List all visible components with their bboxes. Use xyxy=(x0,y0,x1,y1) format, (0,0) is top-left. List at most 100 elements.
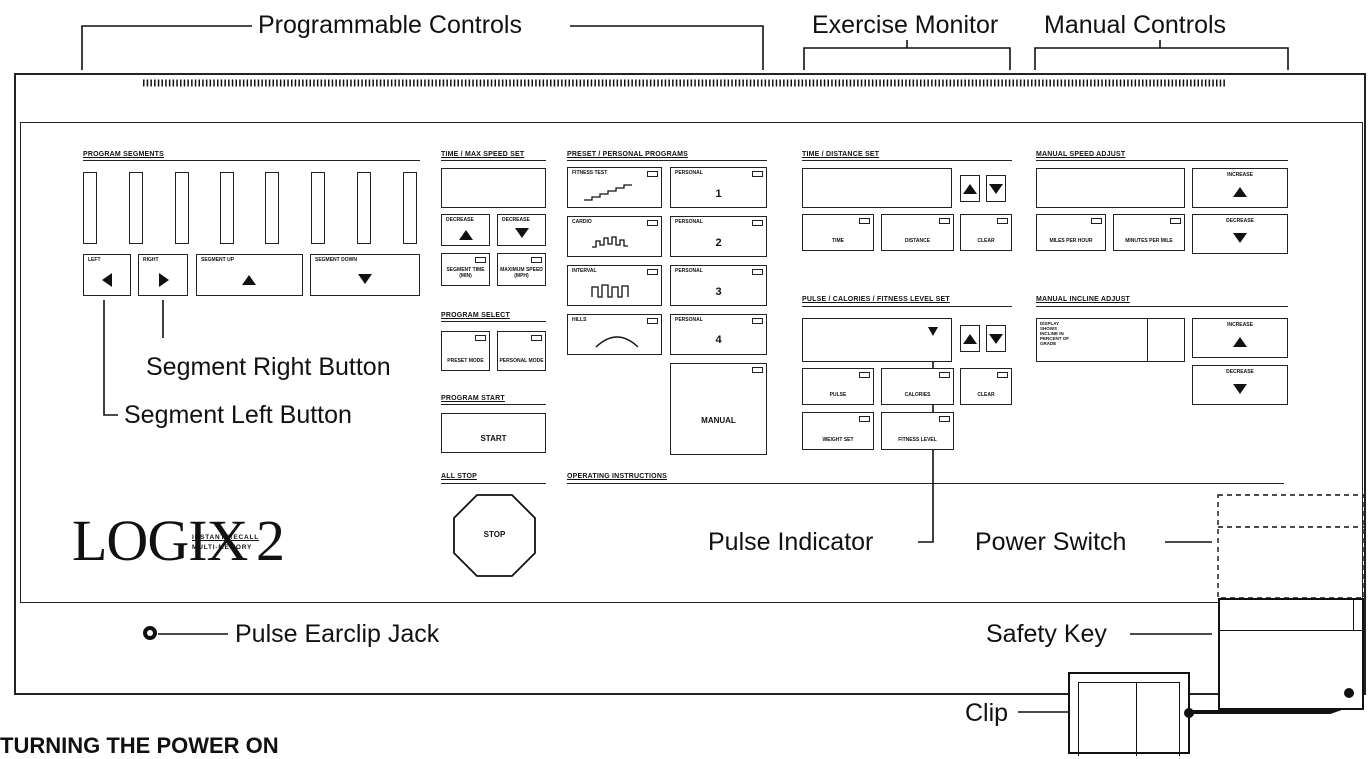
manual-button[interactable]: MANUAL xyxy=(670,363,767,455)
personal-program-button[interactable]: PERSONAL 3 xyxy=(670,265,767,306)
pulse-display xyxy=(802,318,952,362)
key-ring-icon xyxy=(1344,688,1354,698)
clip[interactable] xyxy=(1068,672,1194,756)
segment-bar xyxy=(129,172,143,244)
preset-mode-button[interactable]: PRESET MODE xyxy=(441,331,490,371)
preset-program-button[interactable]: HILLS xyxy=(567,314,662,355)
start-button[interactable]: START xyxy=(441,413,546,453)
speed-decrease-button[interactable]: DECREASE xyxy=(1192,214,1288,254)
arrow-down-icon xyxy=(1233,384,1247,394)
arrow-up-icon xyxy=(1233,187,1247,197)
personal-program-button[interactable]: PERSONAL 4 xyxy=(670,314,767,355)
time-max-speed-heading: TIME / MAX SPEED SET xyxy=(441,151,525,158)
calories-button[interactable]: CALORIES xyxy=(881,368,954,405)
segment-down-button[interactable]: SEGMENT DOWN xyxy=(310,254,420,296)
incline-display: DISPLAY SHOWS INCLINE IN PERCENT OF GRAD… xyxy=(1036,318,1185,362)
time-distance-down-button[interactable] xyxy=(986,175,1006,202)
console-body xyxy=(14,73,1366,695)
fitness-level-button[interactable]: FITNESS LEVEL xyxy=(881,412,954,450)
personal-mode-button[interactable]: PERSONAL MODE xyxy=(497,331,546,371)
programmable-controls-label: Programmable Controls xyxy=(258,11,522,39)
indicator-led xyxy=(939,218,950,224)
indicator-led xyxy=(752,367,763,373)
segment-time-button[interactable]: SEGMENT TIME (MIN) xyxy=(441,253,490,286)
personal-program-button[interactable]: PERSONAL 2 xyxy=(670,216,767,257)
indicator-led xyxy=(939,416,950,422)
octagon-icon xyxy=(453,494,536,577)
logix-logo: LOGIX INSTANT RECALL MULTI-MEMORY 2 xyxy=(72,508,285,573)
indicator-led xyxy=(752,220,763,226)
distance-button[interactable]: DISTANCE xyxy=(881,214,954,251)
segment-bar xyxy=(265,172,279,244)
pulse-clear-button[interactable]: CLEAR xyxy=(960,368,1012,405)
indicator-led xyxy=(997,372,1008,378)
pulse-button[interactable]: PULSE xyxy=(802,368,874,405)
speed-display xyxy=(1036,168,1185,208)
speed-increase-button[interactable]: INCREASE xyxy=(1192,168,1288,208)
pulse-calories-fitness-heading: PULSE / CALORIES / FITNESS LEVEL SET xyxy=(802,296,950,303)
preset-personal-heading: PRESET / PERSONAL PROGRAMS xyxy=(567,151,688,158)
exercise-monitor-label: Exercise Monitor xyxy=(812,11,999,39)
indicator-led xyxy=(531,335,542,341)
rule xyxy=(802,160,1012,161)
stop-button[interactable]: STOP xyxy=(452,493,537,578)
arrow-down-icon xyxy=(989,184,1003,194)
minutes-per-mile-button[interactable]: MINUTES PER MILE xyxy=(1113,214,1185,251)
segment-bar xyxy=(175,172,189,244)
cardio-profile-icon xyxy=(592,236,628,248)
segment-left-button[interactable]: LEFT xyxy=(83,254,131,296)
time-button[interactable]: TIME xyxy=(802,214,874,251)
miles-per-hour-button[interactable]: MILES PER HOUR xyxy=(1036,214,1106,251)
earclip-jack-icon[interactable] xyxy=(143,626,157,640)
program-select-heading: PROGRAM SELECT xyxy=(441,312,510,319)
indicator-led xyxy=(859,416,870,422)
segment-left-button-label: Segment Left Button xyxy=(124,401,352,429)
preset-program-button[interactable]: CARDIO xyxy=(567,216,662,257)
indicator-led xyxy=(859,218,870,224)
arrow-up-icon xyxy=(1233,337,1247,347)
segment-bar xyxy=(403,172,417,244)
clip-label: Clip xyxy=(965,699,1009,727)
decrease-button[interactable]: DECREASE xyxy=(441,214,490,246)
indicator-led xyxy=(647,318,658,324)
rule xyxy=(567,160,767,161)
rule xyxy=(441,404,546,405)
maximum-speed-button[interactable]: MAXIMUM SPEED (MPH) xyxy=(497,253,546,286)
all-stop-heading: ALL STOP xyxy=(441,473,477,480)
preset-program-button[interactable]: INTERVAL xyxy=(567,265,662,306)
pulse-up-button[interactable] xyxy=(960,325,980,352)
program-start-heading: PROGRAM START xyxy=(441,395,505,402)
manual-controls-label: Manual Controls xyxy=(1044,11,1227,39)
indicator-led xyxy=(647,171,658,177)
indicator-led xyxy=(475,335,486,341)
safety-key[interactable] xyxy=(1218,598,1364,710)
incline-decrease-button[interactable]: DECREASE xyxy=(1192,365,1288,405)
rule xyxy=(1036,160,1288,161)
personal-program-button[interactable]: PERSONAL 1 xyxy=(670,167,767,208)
segment-right-button[interactable]: RIGHT xyxy=(138,254,188,296)
weight-set-button[interactable]: WEIGHT SET xyxy=(802,412,874,450)
indicator-led xyxy=(1091,218,1102,224)
incline-increase-button[interactable]: INCREASE xyxy=(1192,318,1288,358)
indicator-led xyxy=(939,372,950,378)
segment-bar xyxy=(357,172,371,244)
indicator-led xyxy=(531,257,542,263)
section-heading: TURNING THE POWER ON xyxy=(0,733,279,758)
indicator-led xyxy=(752,269,763,275)
pulse-earclip-jack-label: Pulse Earclip Jack xyxy=(235,620,440,648)
control-panel xyxy=(20,122,1363,603)
decrease-button[interactable]: DECREASE xyxy=(497,214,546,246)
indicator-led xyxy=(475,257,486,263)
heart-icon xyxy=(928,327,938,336)
indicator-led xyxy=(647,220,658,226)
rule xyxy=(802,306,1012,307)
power-switch-label: Power Switch xyxy=(975,528,1127,556)
pulse-down-button[interactable] xyxy=(986,325,1006,352)
arrow-up-icon xyxy=(963,334,977,344)
rule xyxy=(441,483,546,484)
clear-button[interactable]: CLEAR xyxy=(960,214,1012,251)
preset-program-button[interactable]: FITNESS TEST xyxy=(567,167,662,208)
segment-up-button[interactable]: SEGMENT UP xyxy=(196,254,303,296)
arrow-right-icon xyxy=(159,273,169,287)
time-distance-up-button[interactable] xyxy=(960,175,980,202)
